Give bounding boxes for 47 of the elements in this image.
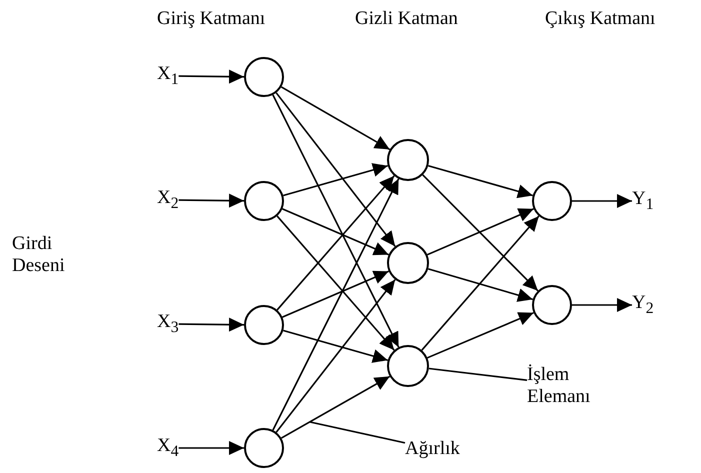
variable-label: Y$_{2}$ [632,292,654,318]
arrow [272,178,400,430]
arrow [178,441,244,455]
neuron-circle [532,285,572,325]
neuron-circle [244,57,284,97]
arrow [428,164,533,198]
layer-title: Gizli Katman [355,8,458,30]
variable-label: X$_{3}$ [157,311,179,337]
neuron-circle [387,242,429,284]
leader-line [428,368,528,381]
neuron-circle [244,181,284,221]
arrow [428,268,534,302]
variable-label: X$_{1}$ [157,63,179,89]
arrow [282,270,390,318]
arrow [572,194,632,208]
arrow [276,92,396,247]
neuron-circle [244,428,284,468]
arrow [422,174,538,292]
arrow [427,312,534,359]
variable-label: X$_{4}$ [157,435,179,461]
arrow [276,175,395,310]
leader-line [310,421,406,444]
annotation-label: İşlem Elemanı [527,364,622,408]
arrow [280,376,390,439]
layer-title: Çıkış Katmanı [545,8,656,30]
neuron-circle [532,181,572,221]
group-label: Girdi Deseni [12,233,66,277]
arrow [283,330,388,363]
variable-label: Y$_{1}$ [632,188,654,214]
variable-label: X$_{2}$ [157,187,179,213]
arrow [283,163,388,196]
neuron-circle [387,345,429,387]
arrow [421,216,540,351]
arrow [178,194,244,208]
arrow [178,318,244,332]
arrow [426,208,534,256]
arrow [276,279,396,433]
arrow [272,94,400,348]
layer-title: Giriş Katmanı [157,8,266,30]
arrow [178,70,244,84]
arrow [276,216,395,351]
arrow [282,208,390,256]
neuron-circle [244,305,284,345]
arrow [280,86,390,150]
arrow [572,298,632,312]
annotation-label: Ağırlık [405,438,460,460]
neuron-circle [387,139,429,181]
